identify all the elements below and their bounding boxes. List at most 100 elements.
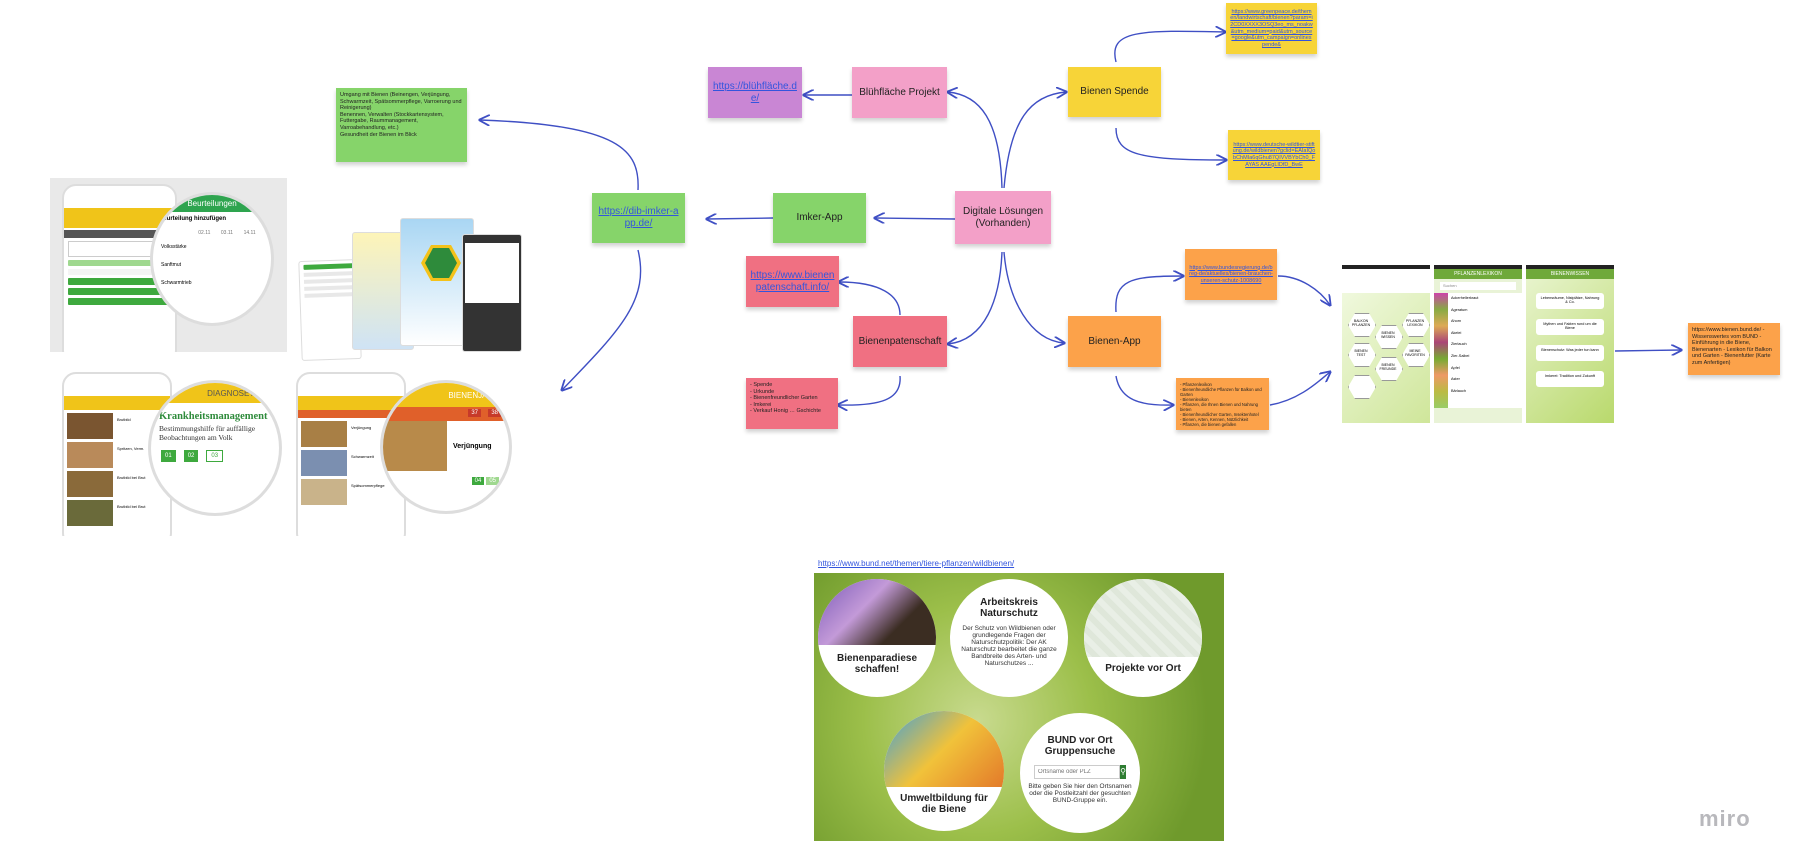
bund-circle-1-title: Bienenparadiese schaffen! <box>836 653 918 675</box>
hex-label-6: BIENEN FREUNDE <box>1379 363 1397 371</box>
plant-7: Apfel <box>1451 365 1460 370</box>
edge-desc-screens <box>1269 372 1330 406</box>
patenschaft-desc-node[interactable]: - Spende - Urkunde - Bienenfreundlicher … <box>746 378 838 429</box>
bund-circle-5-text: Bitte geben Sie hier den Ortsnamen oder … <box>1028 783 1132 804</box>
edge-link-screens <box>1277 275 1330 305</box>
edge-bienenapp-desc <box>1115 375 1173 405</box>
patenschaft-link-node[interactable]: https://www.bienenpatenschaft.info/ <box>746 256 839 307</box>
edge-imker-up <box>480 120 639 191</box>
bund-circle-3-title: Projekte vor Ort <box>1105 663 1181 674</box>
plant-2: Ageratum <box>1451 307 1468 312</box>
bienen-app-screenshots: BALKON PFLANZEN PFLANZEN LEXIKON BIENEN … <box>1342 265 1614 423</box>
plant-4: Akelei <box>1451 330 1462 335</box>
bluehflaeche-projekt-node[interactable]: Blühfläche Projekt <box>852 67 947 118</box>
bund-circle-2-text: Der Schutz von Wildbienen oder grundlege… <box>961 625 1057 667</box>
edge-center-spende <box>1003 92 1066 189</box>
hex-label-4: BIENEN TEST <box>1354 349 1368 357</box>
search-icon[interactable]: ⚲ <box>1120 765 1126 779</box>
bund-circle-bienenparadiese[interactable]: Bienenparadiese schaffen! <box>818 579 936 697</box>
bund-circle-4-title: Umweltbildung für die Biene <box>900 793 988 815</box>
plant-8: Aster <box>1451 377 1460 382</box>
plant-5: Zierlauch <box>1451 342 1467 347</box>
row-label-3: Schwarmtrieb <box>161 280 192 286</box>
bienen-app-link[interactable]: https://www.bundesregierung.de/breg-de/a… <box>1189 264 1273 284</box>
edge-screens-bund <box>1614 350 1681 351</box>
spende-link-1[interactable]: https://www.greenpeace.de/themen/landwir… <box>1230 8 1313 48</box>
krankheit-sub: Bestimmungshilfe für auffällige Beobacht… <box>159 424 256 442</box>
badge-3: 04 <box>471 477 485 485</box>
wissen-card-3: Bienenschutz: Was jeder tun kann <box>1536 345 1604 361</box>
bienen-app-desc-node[interactable]: - Pflanzenlexikon - Bienenfreundliche Pf… <box>1176 378 1269 430</box>
bund-search-input[interactable] <box>1034 765 1120 779</box>
bund-circle-gruppensuche[interactable]: BUND vor Ort Gruppensuche ⚲ Bitte geben … <box>1020 713 1140 833</box>
edge-imker-down <box>562 249 642 390</box>
bienenjahr-item-1: Verjüngung <box>351 425 372 430</box>
date-2: 03.11 <box>220 230 234 236</box>
date-3: 14.11 <box>243 230 256 236</box>
spende-link-1-node[interactable]: https://www.greenpeace.de/themen/landwir… <box>1226 3 1317 54</box>
bund-circle-projekte[interactable]: Projekte vor Ort <box>1084 579 1202 697</box>
bund-link[interactable]: https://www.bund.net/themen/tiere-pflanz… <box>818 559 1015 568</box>
plant-search: Suchen <box>1440 282 1516 290</box>
imker-app-node[interactable]: Imker-App <box>773 193 866 243</box>
spende-link-2-node[interactable]: https://www.deutsche-wildtier-stiftung.d… <box>1228 130 1320 180</box>
plant-3: Ahorn <box>1451 319 1462 324</box>
bienen-spende-node[interactable]: Bienen Spende <box>1068 67 1161 117</box>
edge-center-imker <box>875 218 956 219</box>
pflanzenlexikon-title: PFLANZENLEXIKON <box>1434 269 1522 279</box>
bluehflaeche-link-node[interactable]: https://blühfläche.de/ <box>708 67 802 118</box>
diag-item-3: Brutbild bei Brut <box>117 475 146 480</box>
imker-screenshot-stack <box>296 214 526 362</box>
date-1: 02.11 <box>198 230 211 236</box>
plant-1: Ackerhellerkraut <box>1451 296 1479 300</box>
imker-screenshot-bienenjahr: Verjüngung Schwarmzeit Spätsommerpflege … <box>296 372 518 536</box>
edge-patenschaft-desc <box>838 375 901 405</box>
hex-label-5: MEINE FAVORITEN <box>1405 349 1425 357</box>
row-label-2: Sanftmut <box>161 262 182 268</box>
patenschaft-link[interactable]: https://www.bienenpatenschaft.info/ <box>750 269 835 293</box>
bund-circle-umweltbildung[interactable]: Umweltbildung für die Biene <box>884 711 1004 831</box>
bluehflaeche-link[interactable]: https://blühfläche.de/ <box>713 80 797 104</box>
badge-2: 38 <box>488 409 501 417</box>
bienenwissen-title: BIENENWISSEN <box>1526 269 1614 279</box>
bienenpatenschaft-node[interactable]: Bienenpatenschaft <box>853 316 947 367</box>
beurteilung-hinzufuegen: Beurteilung hinzufügen <box>159 216 226 222</box>
imker-link-node[interactable]: https://dib-imker-app.de/ <box>592 193 685 243</box>
diag-item-4: Brutbild bei Brut <box>117 504 146 509</box>
hex-label-2: PFLANZEN LEXIKON <box>1405 319 1425 327</box>
edge-bienenapp-link <box>1115 276 1183 313</box>
imker-screenshot-beurteilungen: Beurteilungen Beurteilung hinzufügen 02.… <box>50 178 287 352</box>
hex-label-1: BALKON PFLANZEN <box>1351 319 1371 327</box>
edge-center-bienenapp <box>1003 251 1064 343</box>
bund-circle-arbeitskreis[interactable]: Arbeitskreis Naturschutz Der Schutz von … <box>950 579 1068 697</box>
spende-link-2[interactable]: https://www.deutsche-wildtier-stiftung.d… <box>1232 141 1316 168</box>
bienenjahr-item-3: Spätsommerpflege <box>351 483 385 488</box>
edge-imker-link <box>707 218 774 219</box>
bund-circle-5-title: BUND vor Ort Gruppensuche <box>1044 735 1116 757</box>
hex-label-3: BIENEN WISSEN <box>1381 331 1395 339</box>
row-label-1: Volksstärke <box>161 244 187 250</box>
edge-spende-link1 <box>1114 31 1225 63</box>
center-node[interactable]: Digitale Lösungen (Vorhanden) <box>955 191 1051 244</box>
plant-9: Bärlauch <box>1451 388 1466 393</box>
bund-desc-node[interactable]: https://www.bienen.bund.de/ - Wissenswer… <box>1688 323 1780 375</box>
miro-logo: miro <box>1699 806 1751 831</box>
bienen-app-node[interactable]: Bienen-App <box>1068 316 1161 367</box>
imker-screenshot-diagnose: Brutbild Spritzen, Verm. Brutbild bei Br… <box>60 372 282 536</box>
wissen-card-2: Mythen und Fakten rund um die Biene <box>1536 319 1604 335</box>
bienen-app-link-node[interactable]: https://www.bundesregierung.de/breg-de/a… <box>1185 249 1277 300</box>
edge-patenschaft-link <box>839 282 901 316</box>
imker-desc-node[interactable]: Umgang mit Bienen (Beinengen, Verjüngung… <box>336 88 467 162</box>
badge-1: 37 <box>468 409 481 417</box>
step-1: 01 <box>161 450 176 462</box>
badge-4: 05 <box>486 477 499 485</box>
edge-center-bluehflaeche <box>948 92 1003 189</box>
bienenjahr-item-2: Schwarmzeit <box>351 454 374 459</box>
imker-link[interactable]: https://dib-imker-app.de/ <box>598 206 679 229</box>
plant-6: Zier-Salbei <box>1451 353 1470 358</box>
step-3: 03 <box>206 450 224 462</box>
wissen-card-1: Lebensräume, Nistplätze, Nahrung & Co. <box>1536 293 1604 309</box>
step-2: 02 <box>183 450 199 462</box>
wissen-card-4: Imkerei: Tradition und Zukunft <box>1536 371 1604 387</box>
